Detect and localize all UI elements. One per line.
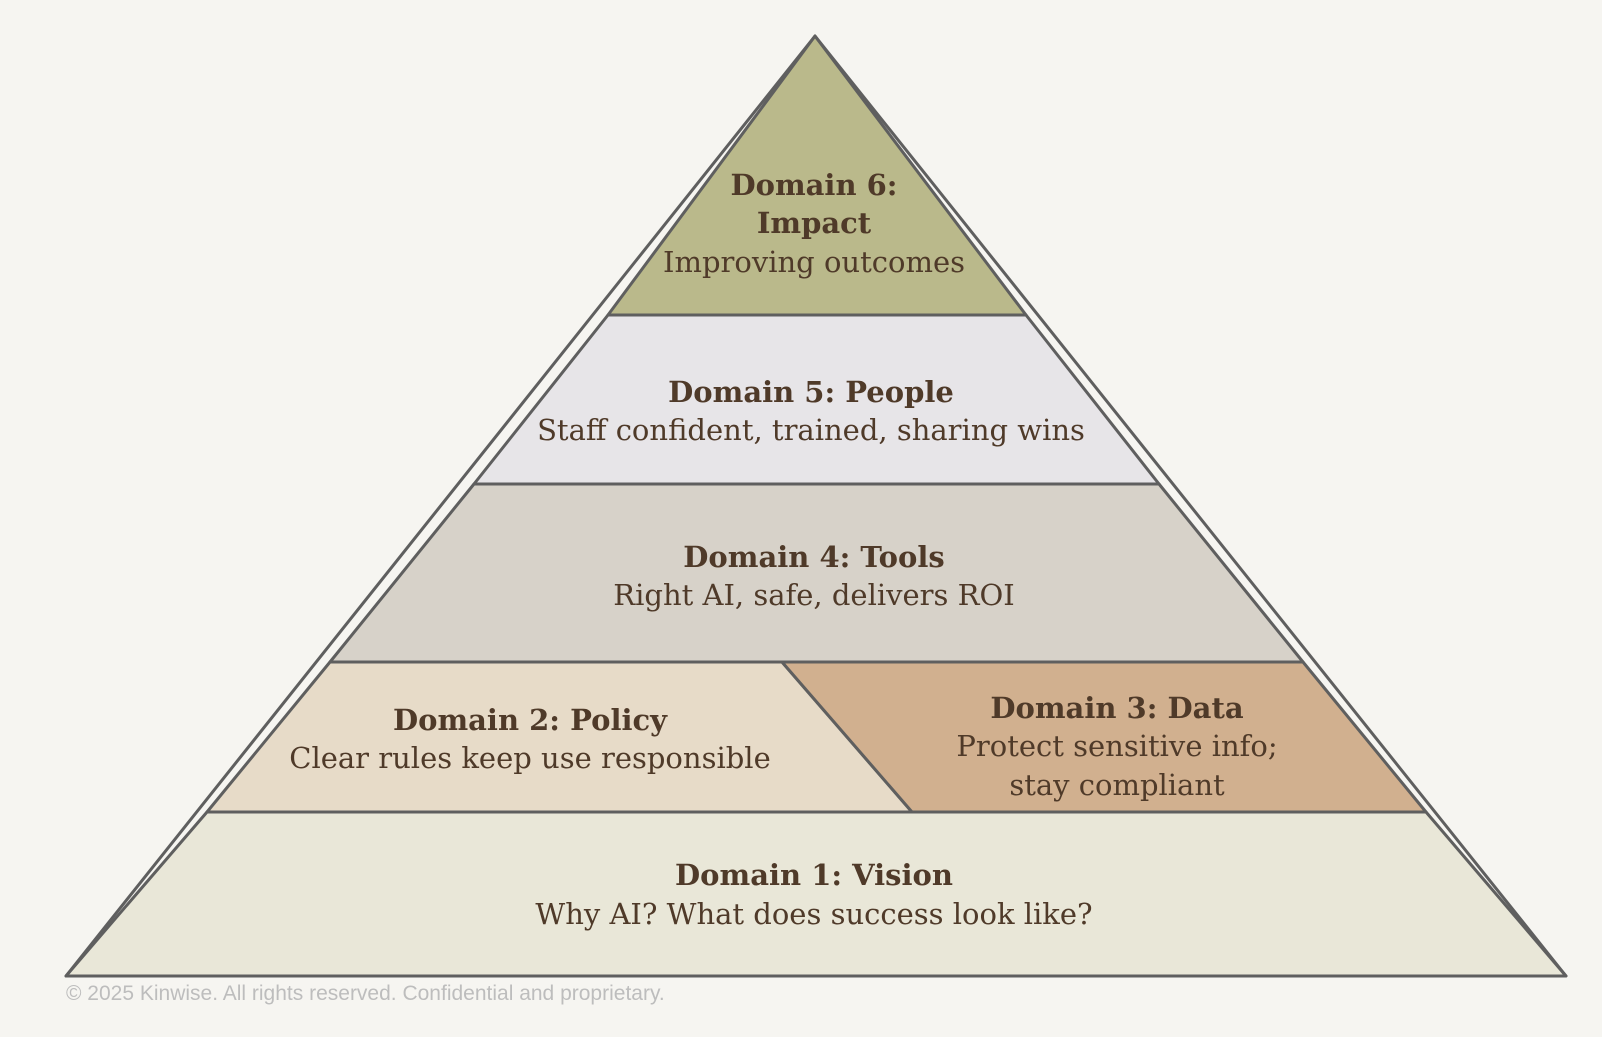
pyramid-outline [64, 34, 1568, 978]
domain-5-subtitle: Staff confident, trained, sharing wins [537, 413, 1085, 447]
domain-4-subtitle: Right AI, safe, delivers ROI [613, 578, 1014, 612]
domain-1-layer [64, 810, 1568, 978]
domain-6-title-line1: Domain 6: [730, 168, 897, 202]
domain-1-title: Domain 1: Vision [675, 858, 953, 892]
domain-1-subtitle: Why AI? What does success look like? [535, 897, 1092, 931]
domain-6-title-line2: Impact [757, 206, 872, 240]
copyright-footer: © 2025 Kinwise. All rights reserved. Con… [66, 982, 665, 1005]
domain-3-subtitle-line1: Protect sensitive info; [956, 729, 1277, 763]
domain-4-title: Domain 4: Tools [683, 540, 944, 574]
domain-6-subtitle: Improving outcomes [663, 245, 965, 279]
domain-5-title: Domain 5: People [668, 375, 954, 409]
domain-3-subtitle-line2: stay compliant [1009, 768, 1225, 802]
domain-2-title: Domain 2: Policy [393, 703, 668, 737]
domain-3-title: Domain 3: Data [990, 691, 1243, 725]
domain-2-subtitle: Clear rules keep use responsible [289, 741, 770, 775]
